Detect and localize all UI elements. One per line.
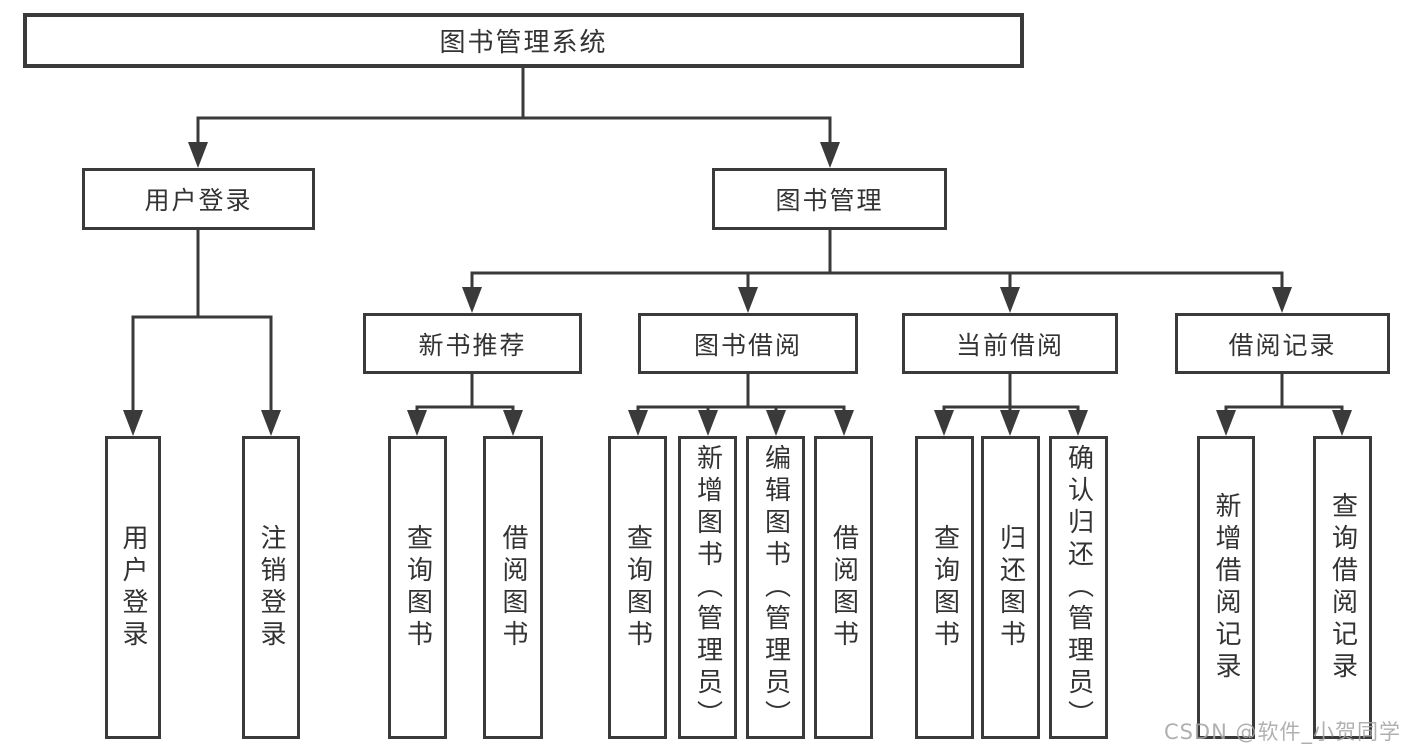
- node-new-book-recommend: 新书推荐: [363, 313, 582, 374]
- leaf-query-books-recommend-label: 查询图书: [402, 523, 433, 652]
- csdn-watermark: CSDN @软件_小贺同学: [1163, 720, 1401, 744]
- leaf-query-books-recommend: 查询图书: [388, 436, 447, 739]
- node-book-borrow: 图书借阅: [638, 313, 858, 374]
- node-new-book-recommend-label: 新书推荐: [418, 330, 527, 360]
- node-root-label: 图书管理系统: [439, 28, 608, 58]
- leaf-add-book-admin: 新增图书（管理员）: [678, 436, 737, 739]
- node-user-login: 用户登录: [82, 168, 315, 230]
- node-book-borrow-label: 图书借阅: [693, 330, 802, 360]
- leaf-query-borrow-record-label: 查询借阅记录: [1327, 491, 1358, 684]
- leaf-return-books: 归还图书: [981, 436, 1040, 739]
- node-current-borrow: 当前借阅: [902, 313, 1118, 374]
- leaf-borrow-books: 借阅图书: [814, 436, 873, 739]
- leaf-edit-book-admin-label: 编辑图书（管理员）: [760, 443, 791, 732]
- leaf-query-borrow-record: 查询借阅记录: [1313, 436, 1372, 739]
- leaf-borrow-books-label: 借阅图书: [828, 523, 859, 652]
- leaf-query-books-current-label: 查询图书: [929, 523, 960, 652]
- leaf-borrow-books-recommend: 借阅图书: [483, 436, 543, 739]
- leaf-user-login: 用户登录: [105, 436, 161, 739]
- leaf-borrow-books-recommend-label: 借阅图书: [498, 523, 528, 652]
- node-borrow-records: 借阅记录: [1175, 313, 1390, 374]
- leaf-query-books-borrow: 查询图书: [608, 436, 667, 739]
- node-user-login-label: 用户登录: [144, 186, 253, 215]
- node-borrow-records-label: 借阅记录: [1228, 330, 1337, 360]
- leaf-add-borrow-record-label: 新增借阅记录: [1211, 491, 1241, 684]
- leaf-add-borrow-record: 新增借阅记录: [1197, 436, 1255, 739]
- leaf-confirm-return-admin-label: 确认归还（管理员）: [1063, 443, 1094, 732]
- leaf-query-books-current: 查询图书: [915, 436, 974, 739]
- leaf-logout: 注销登录: [242, 436, 300, 739]
- leaf-add-book-admin-label: 新增图书（管理员）: [692, 443, 723, 732]
- leaf-query-books-borrow-label: 查询图书: [622, 523, 653, 652]
- node-current-borrow-label: 当前借阅: [955, 330, 1064, 360]
- node-root: 图书管理系统: [23, 13, 1024, 68]
- node-book-management: 图书管理: [712, 168, 947, 230]
- leaf-edit-book-admin: 编辑图书（管理员）: [746, 436, 805, 739]
- node-book-management-label: 图书管理: [775, 186, 884, 215]
- leaf-logout-label: 注销登录: [256, 523, 286, 652]
- leaf-user-login-label: 用户登录: [118, 523, 148, 652]
- leaf-confirm-return-admin: 确认归还（管理员）: [1049, 436, 1108, 739]
- leaf-return-books-label: 归还图书: [995, 523, 1026, 652]
